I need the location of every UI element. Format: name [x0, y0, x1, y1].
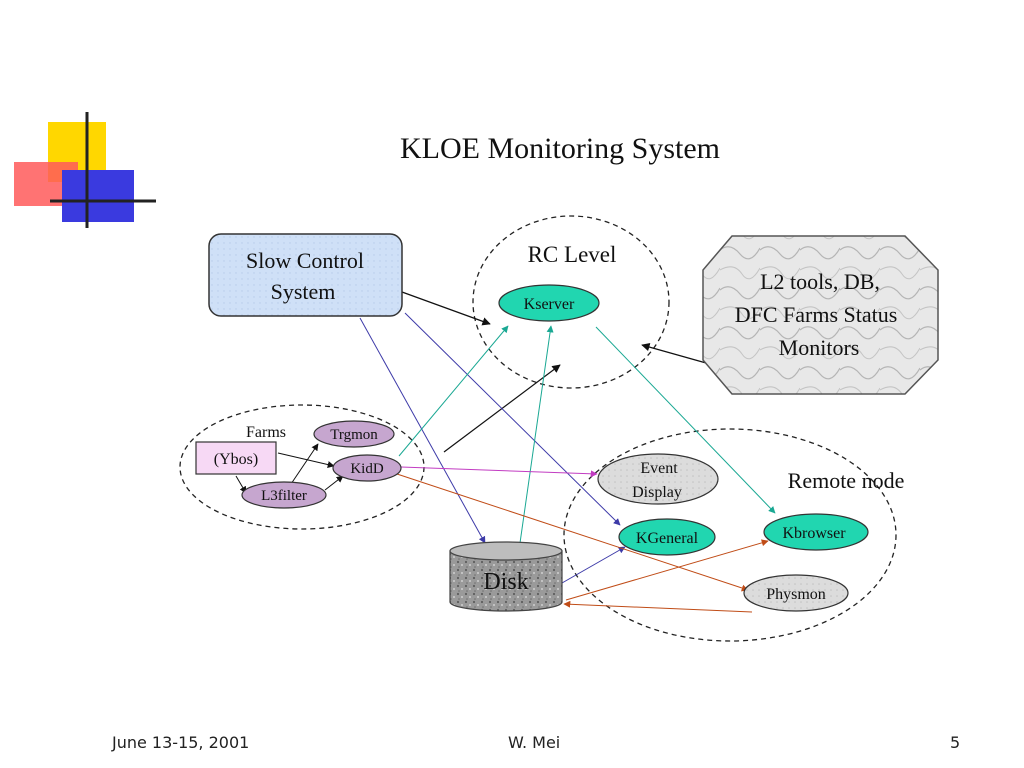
arrow-slowcontrol-to-disk: [359, 317, 486, 544]
arrow-l3filter-to-trgmon: [290, 443, 319, 485]
kserver-label: Kserver: [524, 296, 575, 313]
event-display-node: Event Display: [597, 453, 719, 505]
arrow-slowcontrol-to-kgeneral: [404, 312, 621, 526]
disk-cylinder: Disk: [449, 541, 563, 612]
footer-page-number: 5: [950, 733, 961, 752]
slow-control-box: Slow Control System: [208, 233, 403, 317]
l3filter-label: L3filter: [261, 488, 307, 504]
slow-control-label-line1: Slow Control: [246, 248, 364, 273]
kbrowser-label: Kbrowser: [782, 525, 846, 542]
l3filter-node: L3filter: [241, 481, 327, 509]
arrow-l3filter-to-kidd: [324, 475, 344, 491]
slide-title: KLOE Monitoring System: [400, 132, 720, 165]
slow-control-label-line2: System: [271, 279, 336, 304]
kgeneral-label: KGeneral: [636, 530, 699, 547]
arrow-kidd-to-eventdisplay: [400, 466, 598, 478]
disk-label: Disk: [483, 569, 528, 595]
trgmon-node: Trgmon: [313, 420, 395, 448]
l2-tools-label-line1: L2 tools, DB,: [760, 269, 880, 294]
arrow-disk-to-kserver: [519, 325, 554, 544]
arrow-kidd-to-physmon: [396, 473, 749, 592]
arrow-ybos-to-kidd: [277, 452, 335, 468]
physmon-node: Physmon: [743, 574, 849, 612]
l2-tools-label-line3: Monitors: [779, 335, 860, 360]
kserver-node: Kserver: [498, 284, 600, 322]
l2-tools-octagon: L2 tools, DB, DFC Farms Status Monitors: [702, 235, 939, 395]
arrow-physmon-to-disk: [563, 600, 753, 613]
kidd-node: KidD: [332, 454, 402, 482]
event-display-label-line2: Display: [632, 484, 682, 501]
farms-region: [179, 404, 425, 530]
trgmon-label: Trgmon: [330, 427, 378, 443]
kgeneral-node: KGeneral: [618, 518, 716, 556]
rc-level-region: [472, 215, 670, 389]
ybos-label: (Ybos): [214, 451, 258, 468]
remote-node-region: [563, 428, 897, 642]
arrow-slowcontrol-to-rc: [401, 291, 491, 326]
arrow-disk-to-kbrowser: [565, 539, 769, 601]
kidd-label: KidD: [350, 461, 384, 477]
arrow-kidd-to-kserver: [398, 325, 509, 457]
footer-date: June 13-15, 2001: [112, 733, 250, 752]
arrow-disk-to-kgeneral: [561, 546, 626, 584]
slide-logo: [14, 112, 156, 228]
physmon-label: Physmon: [766, 586, 826, 603]
farms-label: Farms: [246, 424, 286, 441]
kbrowser-node: Kbrowser: [763, 513, 869, 551]
remote-node-label: Remote node: [788, 468, 905, 493]
footer-author: W. Mei: [508, 733, 561, 752]
event-display-label-line1: Event: [640, 460, 678, 477]
arrow-kserver-to-kbrowser: [595, 326, 776, 514]
rc-level-label: RC Level: [528, 242, 617, 267]
l2-tools-label-line2: DFC Farms Status: [735, 302, 898, 327]
ybos-box: (Ybos): [195, 441, 277, 475]
logo-blue-square: [62, 170, 134, 222]
